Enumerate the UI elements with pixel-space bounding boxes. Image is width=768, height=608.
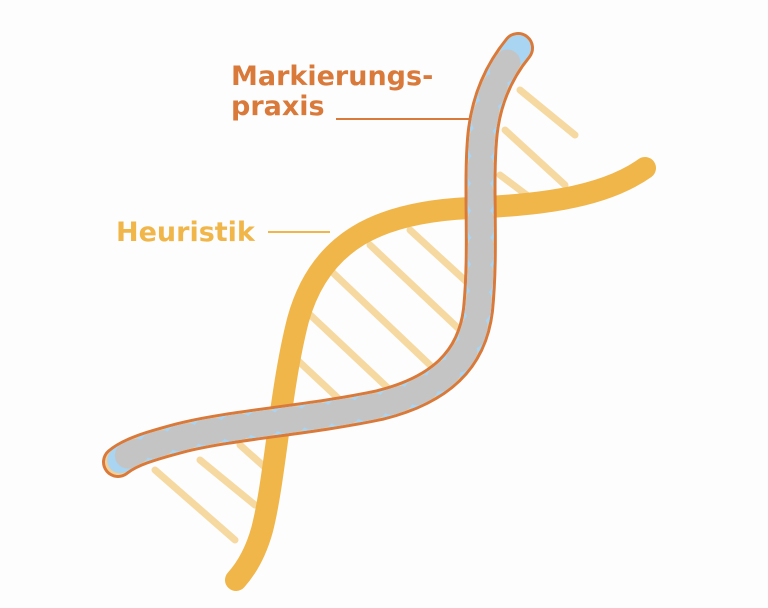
marking-practice-label-line2: praxis: [231, 91, 325, 122]
heuristic-strand: [225, 157, 656, 591]
rungs: [151, 86, 579, 544]
marking-practice-label-line1: Markierungs-: [231, 61, 434, 92]
marking-practice-label: Markierungs- praxis: [231, 62, 433, 122]
heuristic-label: Heuristik: [116, 217, 255, 248]
marking-practice-braid: [102, 32, 534, 478]
